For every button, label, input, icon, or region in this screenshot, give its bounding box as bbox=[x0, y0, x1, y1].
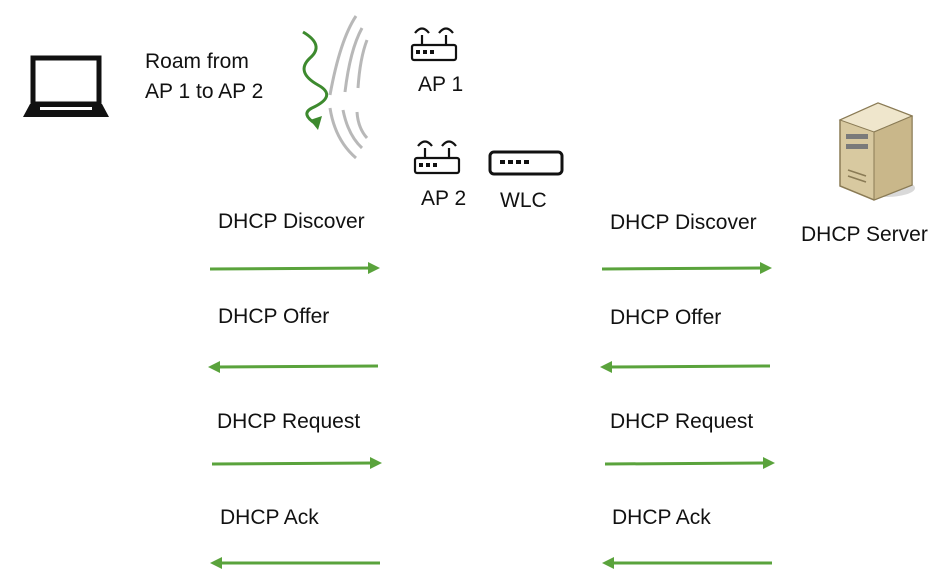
left-offer-label: DHCP Offer bbox=[218, 305, 330, 328]
ap2-icon bbox=[413, 140, 461, 175]
arrow-offer-right bbox=[600, 361, 771, 373]
arrow-ack-right bbox=[602, 557, 772, 569]
right-offer-label: DHCP Offer bbox=[610, 306, 722, 329]
signal-arcs-icon bbox=[328, 15, 369, 160]
ap1-icon bbox=[410, 27, 458, 62]
ap1-label: AP 1 bbox=[418, 73, 464, 96]
wlc-icon bbox=[488, 150, 564, 176]
dhcp-server-label: DHCP Server bbox=[801, 223, 928, 246]
arrow-request-right bbox=[604, 457, 775, 469]
wlc-label: WLC bbox=[500, 189, 547, 212]
laptop-icon bbox=[23, 55, 109, 117]
roam-label-line1: Roam from bbox=[145, 50, 249, 73]
arrow-request-left bbox=[211, 457, 382, 469]
arrow-discover-left bbox=[209, 262, 380, 274]
left-flow-arrows bbox=[208, 262, 382, 569]
right-discover-label: DHCP Discover bbox=[610, 211, 757, 234]
arrow-ack-left bbox=[210, 557, 380, 569]
server-icon bbox=[838, 102, 915, 201]
left-discover-label: DHCP Discover bbox=[218, 210, 365, 233]
roam-label-line2: AP 1 to AP 2 bbox=[145, 80, 264, 103]
right-request-label: DHCP Request bbox=[610, 410, 754, 433]
left-request-label: DHCP Request bbox=[217, 410, 361, 433]
right-flow-arrows bbox=[600, 262, 775, 569]
ap2-label: AP 2 bbox=[421, 187, 467, 210]
right-ack-label: DHCP Ack bbox=[612, 506, 711, 529]
arrow-discover-right bbox=[601, 262, 772, 274]
arrow-offer-left bbox=[208, 361, 379, 373]
left-ack-label: DHCP Ack bbox=[220, 506, 319, 529]
roam-wave-arrow bbox=[302, 30, 329, 130]
